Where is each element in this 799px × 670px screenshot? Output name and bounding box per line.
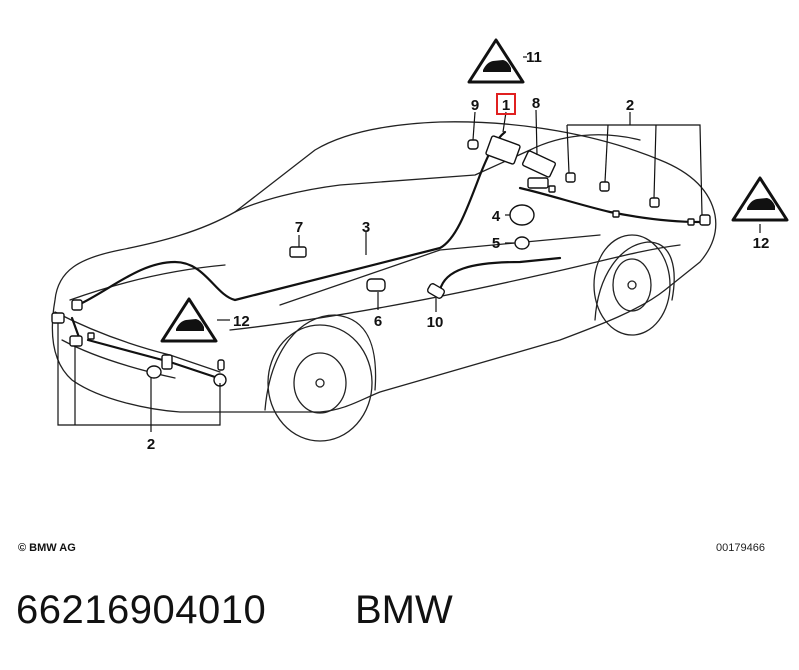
- callout-2-bottom: 2: [147, 436, 155, 453]
- part-6: [366, 278, 386, 292]
- brand-name: BMW: [355, 588, 453, 632]
- cap-9: [467, 139, 479, 150]
- document-number: 00179466: [716, 542, 765, 554]
- sill-line: [229, 244, 681, 331]
- car-body-outline: [51, 121, 717, 413]
- callout-3: 3: [362, 219, 370, 236]
- window-line: [234, 134, 641, 213]
- part-7: [289, 246, 307, 258]
- callout-8: 8: [532, 95, 540, 112]
- front-wheel-arch: [264, 314, 377, 411]
- callout-5: 5: [492, 235, 500, 252]
- sensor-harness-10: [438, 256, 562, 292]
- callout-12-left: 12: [233, 313, 250, 330]
- callout-7: 7: [295, 219, 303, 236]
- rear-wheel: [593, 234, 671, 336]
- car-icon: [747, 198, 775, 210]
- front-wheel-hub: [293, 352, 347, 414]
- sensor-4: [509, 204, 535, 226]
- callout-12-right: 12: [753, 235, 770, 252]
- callout-4: 4: [492, 208, 501, 225]
- rear-harness: [518, 186, 702, 224]
- callout-6: 6: [374, 313, 382, 330]
- callout-2-top: 2: [626, 97, 634, 114]
- highlight-box: [496, 93, 516, 115]
- sensor-10: [426, 283, 446, 299]
- callout-11: 11: [526, 49, 542, 66]
- front-wheel: [267, 324, 373, 442]
- door-line: [279, 234, 601, 306]
- parts-diagram: 1 11 9 8 2 12 7 3 4 5 6 10 12 2: [51, 38, 789, 453]
- copyright-notice: © BMW AG: [18, 542, 76, 554]
- rear-wheel-arch: [594, 241, 675, 321]
- hood-line: [69, 264, 226, 301]
- callout-10: 10: [427, 314, 444, 331]
- car-icon: [176, 319, 204, 331]
- control-unit-1: [485, 135, 521, 165]
- bracket-8: [521, 150, 557, 178]
- ring-5: [514, 236, 530, 250]
- car-icon: [483, 60, 511, 72]
- callout-9: 9: [471, 97, 479, 114]
- part-number: 66216904010: [16, 588, 267, 632]
- main-harness: [76, 130, 507, 307]
- rear-wheel-hub: [612, 258, 652, 312]
- callout-1: 1: [502, 97, 510, 114]
